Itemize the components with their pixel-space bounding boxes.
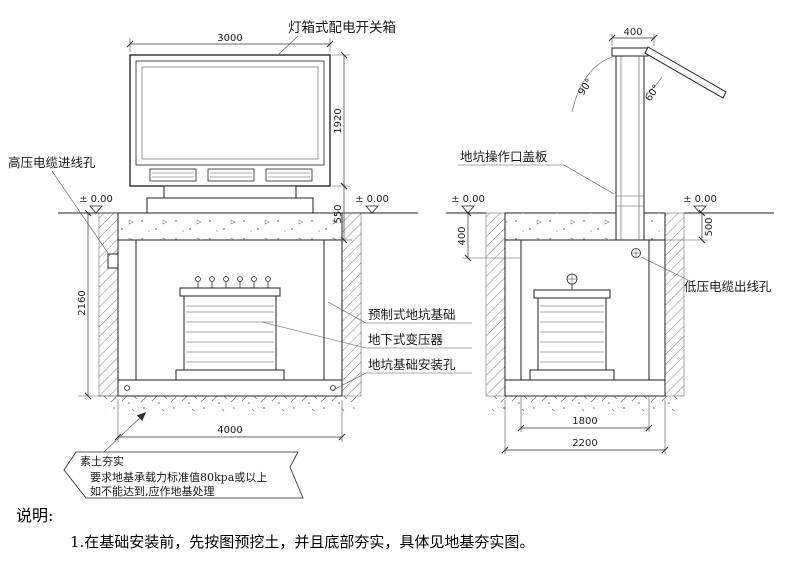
- label-lv-outlet: 低压电缆出线孔: [640, 256, 772, 294]
- note-item-1: 1.在基础安装前，先按图预挖土，并且底部夯实，具体见地基夯实图。: [70, 533, 534, 551]
- underground-transformer-front: [175, 276, 285, 381]
- bushings: [195, 276, 271, 288]
- svg-text:550: 550: [333, 204, 344, 223]
- label-hv-inlet: 高压电缆进线孔: [8, 155, 96, 170]
- label-switch-box: 灯箱式配电开关箱: [288, 20, 396, 36]
- svg-text:1800: 1800: [572, 416, 597, 427]
- front-section-view: ± 0.00 ± 0.00 3000 1920 550 2160: [8, 20, 472, 499]
- callout-line1: 素土夯实: [80, 454, 124, 468]
- mounting-hole-left: [124, 385, 130, 391]
- svg-text:3000: 3000: [217, 33, 242, 44]
- callout-line2: 要求地基承载力标准值80kpa或以上: [90, 470, 267, 484]
- level-label-right: ± 0.00: [683, 194, 717, 205]
- pit-floor: [117, 379, 343, 397]
- dim-base-height: 550: [333, 182, 352, 244]
- dim-pit-depth: 2160: [77, 209, 118, 400]
- svg-text:1920: 1920: [333, 108, 344, 133]
- side-section-view: 90° 60° 400 地坑操作口盖板 低压电缆出线孔 ± 0.00 ± 0.0…: [446, 27, 774, 454]
- underground-transformer-side: [529, 273, 615, 381]
- swing-arc-60: [645, 76, 663, 95]
- svg-text:预制式地坑基础: 预制式地坑基础: [368, 307, 456, 322]
- earth-hatch-left: [485, 212, 506, 397]
- callout-soil: 素土夯实 要求地基承载力标准值80kpa或以上 如不能达到,应作地基处理: [63, 411, 304, 499]
- cover-lid: [644, 46, 727, 99]
- pit-wall-right: [323, 239, 343, 381]
- svg-text:4000: 4000: [217, 425, 242, 436]
- earth-hatch-left: [98, 212, 119, 397]
- switch-box: [129, 54, 331, 214]
- lv-outlet-hole: [631, 248, 641, 258]
- shaft-cap: [611, 47, 649, 57]
- svg-text:地坑基础安装孔: 地坑基础安装孔: [368, 357, 456, 372]
- level-label-left: ± 0.00: [451, 194, 485, 205]
- leader-hv-inlet: [51, 170, 111, 257]
- earth-hatch-right: [341, 212, 362, 397]
- operation-shaft: [611, 47, 649, 241]
- dim-outer-width: 2200: [501, 400, 669, 454]
- pit-floor: [504, 379, 666, 397]
- svg-text:400: 400: [623, 27, 642, 38]
- callout-line3: 如不能达到,应作地基处理: [90, 484, 215, 498]
- label-precast-foundation: 预制式地坑基础: [327, 301, 472, 324]
- svg-text:500: 500: [704, 217, 715, 236]
- pit-wall-left: [504, 239, 522, 381]
- svg-text:地坑操作口盖板: 地坑操作口盖板: [460, 149, 548, 164]
- mounting-hole-right: [330, 385, 336, 391]
- svg-text:地下式变压器: 地下式变压器: [368, 332, 444, 347]
- dim-cover-width: 400: [608, 27, 658, 46]
- svg-text:低压电缆出线孔: 低压电缆出线孔: [684, 279, 772, 294]
- pedestal-upper: [163, 185, 297, 199]
- angle-90-label: 90°: [576, 77, 595, 98]
- svg-text:2160: 2160: [77, 290, 88, 315]
- label-underground-transformer: 地下式变压器: [261, 321, 472, 349]
- svg-text:400: 400: [457, 226, 468, 245]
- leader-switch-box: [277, 35, 299, 56]
- ground-texture: [492, 396, 678, 411]
- pit-wall-left: [117, 239, 137, 381]
- dim-pit-width: 4000: [114, 400, 346, 442]
- angle-60-label: 60°: [643, 83, 662, 104]
- level-mark-left: [89, 205, 103, 214]
- dim-box-width: 3000: [126, 33, 334, 52]
- level-mark-right: [693, 205, 707, 214]
- pit-wall-right: [648, 239, 666, 381]
- level-mark-right: [365, 205, 379, 214]
- ground-slab-texture: [118, 213, 342, 240]
- dim-inner-width: 1800: [517, 396, 653, 432]
- ground-texture: [104, 396, 356, 411]
- label-pit-cover: 地坑操作口盖板: [458, 149, 615, 195]
- notes-heading: 说明:: [16, 506, 53, 525]
- callout-bubble: [63, 451, 304, 499]
- svg-text:2200: 2200: [572, 438, 597, 449]
- hv-inlet-hole: [107, 253, 119, 269]
- dim-box-height: 1920: [332, 51, 350, 190]
- earth-hatch-right: [664, 212, 685, 397]
- level-label-left: ± 0.00: [79, 194, 113, 205]
- pedestal-lower: [146, 197, 314, 214]
- notes: 说明: 1.在基础安装前，先按图预挖土，并且底部夯实，具体见地基夯实图。: [16, 506, 534, 551]
- level-label-right: ± 0.00: [355, 194, 389, 205]
- dim-slab-depth: 500: [665, 209, 715, 244]
- level-mark-left: [461, 205, 475, 214]
- vent-grilles: [149, 168, 313, 182]
- label-mounting-hole: 地坑基础安装孔: [332, 357, 472, 391]
- swing-arc-90: [571, 56, 613, 113]
- dim-opening-depth: 400: [457, 209, 520, 262]
